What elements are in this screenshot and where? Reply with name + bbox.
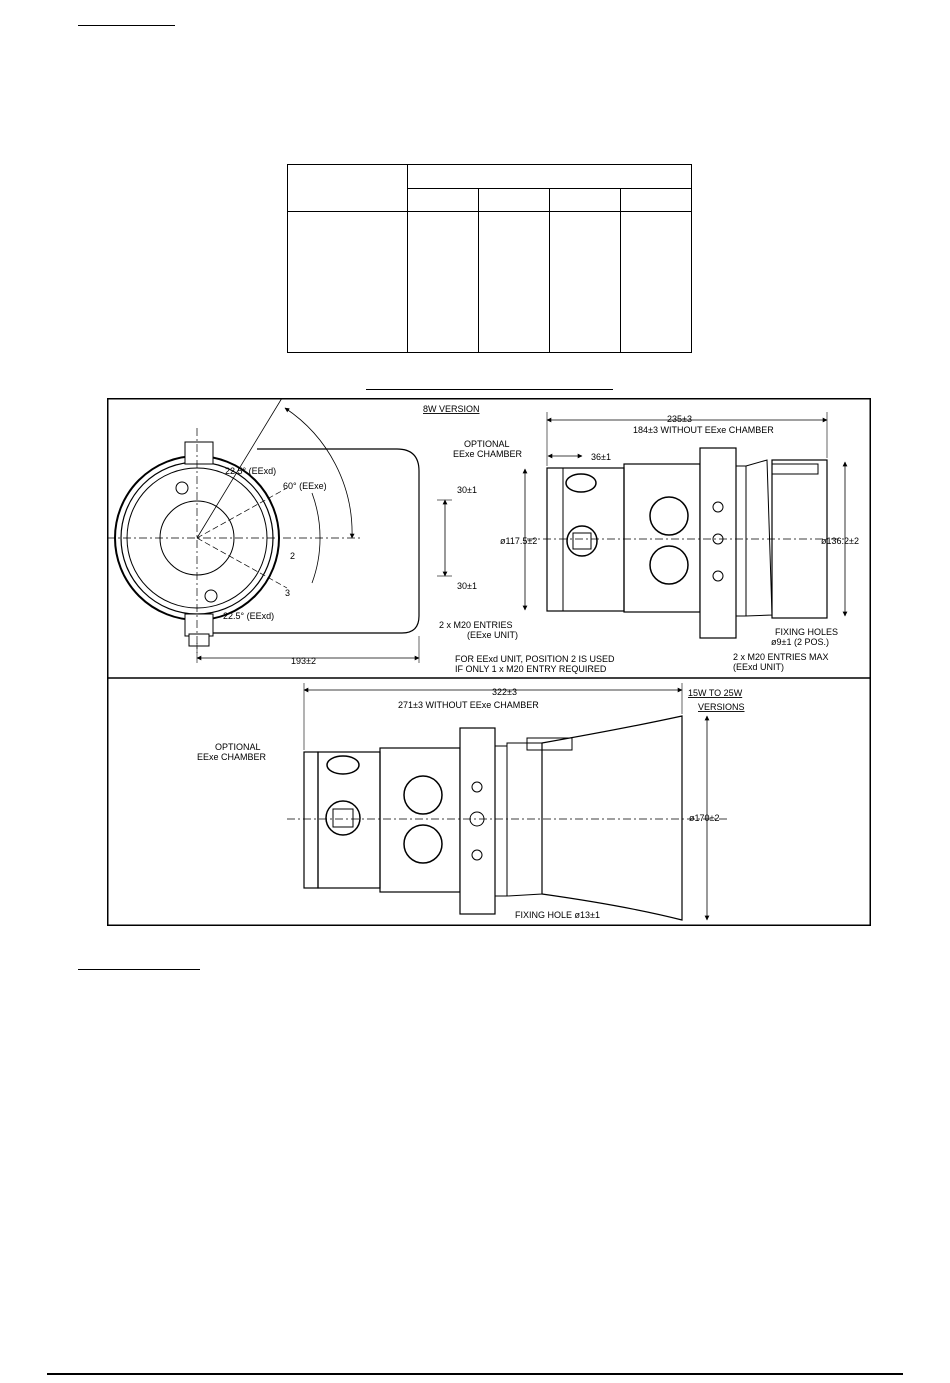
section-rule [78,969,200,970]
table-cell [620,211,692,353]
front-view [107,398,452,663]
table-subheader-cell [478,188,550,212]
drawing-frame [107,398,871,926]
table-header-row [287,164,692,212]
side-length-without-chamber: 184±3 WITHOUT EExe CHAMBER [633,425,774,435]
angle-eexd-top-label: 22.5° (EExd) [225,466,276,476]
chamber-diameter-dimension: ø117.5±2 [500,536,537,546]
table-cell [287,211,408,353]
caption-rule [366,389,613,390]
table-body-row [287,211,692,353]
top-panel-title: 8W VERSION [423,404,480,414]
technical-drawing: 8W VERSION 22.5° (EExd) 60° (EExe) 22.5°… [107,398,871,926]
front-width-dimension: 193±2 [291,656,316,666]
m20-entries-label-line1: 2 x M20 ENTRIES [439,620,513,630]
table-subheader-cell [620,188,692,212]
long-length-without-chamber: 271±3 WITHOUT EExe CHAMBER [398,700,539,710]
m20-max-label-line1: 2 x M20 ENTRIES MAX [733,652,829,662]
position-3-label: 3 [285,588,290,598]
table-group-header [407,164,692,189]
table-cell [549,211,621,353]
offset-top-dimension: 30±1 [457,485,477,495]
side-length-dimension: 235±3 [667,414,692,424]
angle-eexe-label: 60° (EExe) [283,481,327,491]
side-view-15w-25w [287,683,727,921]
table-corner-cell [287,164,408,212]
table-subheader-cell [407,188,479,212]
table-cell [407,211,479,353]
angle-eexd-bottom-label: 22.5° (EExd) [223,611,274,621]
offset-bottom-dimension: 30±1 [457,581,477,591]
optional-chamber-label-line1: OPTIONAL [464,439,510,449]
versions-label-line1: 15W TO 25W [688,688,743,698]
specification-table [287,164,692,353]
bottom-optional-chamber-line1: OPTIONAL [215,742,261,752]
table-subheader-cell [549,188,621,212]
m20-entries-label-line2: (EExe UNIT) [467,630,518,640]
optional-chamber-label-line2: EExe CHAMBER [453,449,523,459]
position-2-label: 2 [290,551,295,561]
fixing-holes-label-line1: FIXING HOLES [775,627,838,637]
flare-diameter-dimension: ø136.2±2 [821,536,859,546]
versions-label-line2: VERSIONS [698,702,745,712]
table-cell [478,211,550,353]
bell-diameter-dimension: ø170±2 [689,813,719,823]
fixing-holes-label-line2: ø9±1 (2 POS.) [771,637,829,647]
eexd-note-line2: IF ONLY 1 x M20 ENTRY REQUIRED [455,664,607,674]
top-left-rule [78,25,175,26]
fixing-hole-label: FIXING HOLE ø13±1 [515,910,600,920]
m20-max-label-line2: (EExd UNIT) [733,662,784,672]
chamber-width-dimension: 36±1 [591,452,611,462]
long-length-dimension: 322±3 [492,687,517,697]
bottom-optional-chamber-line2: EExe CHAMBER [197,752,267,762]
eexd-note-line1: FOR EExd UNIT, POSITION 2 IS USED [455,654,615,664]
footer-rule [47,1373,903,1375]
side-view-8w [522,412,848,639]
